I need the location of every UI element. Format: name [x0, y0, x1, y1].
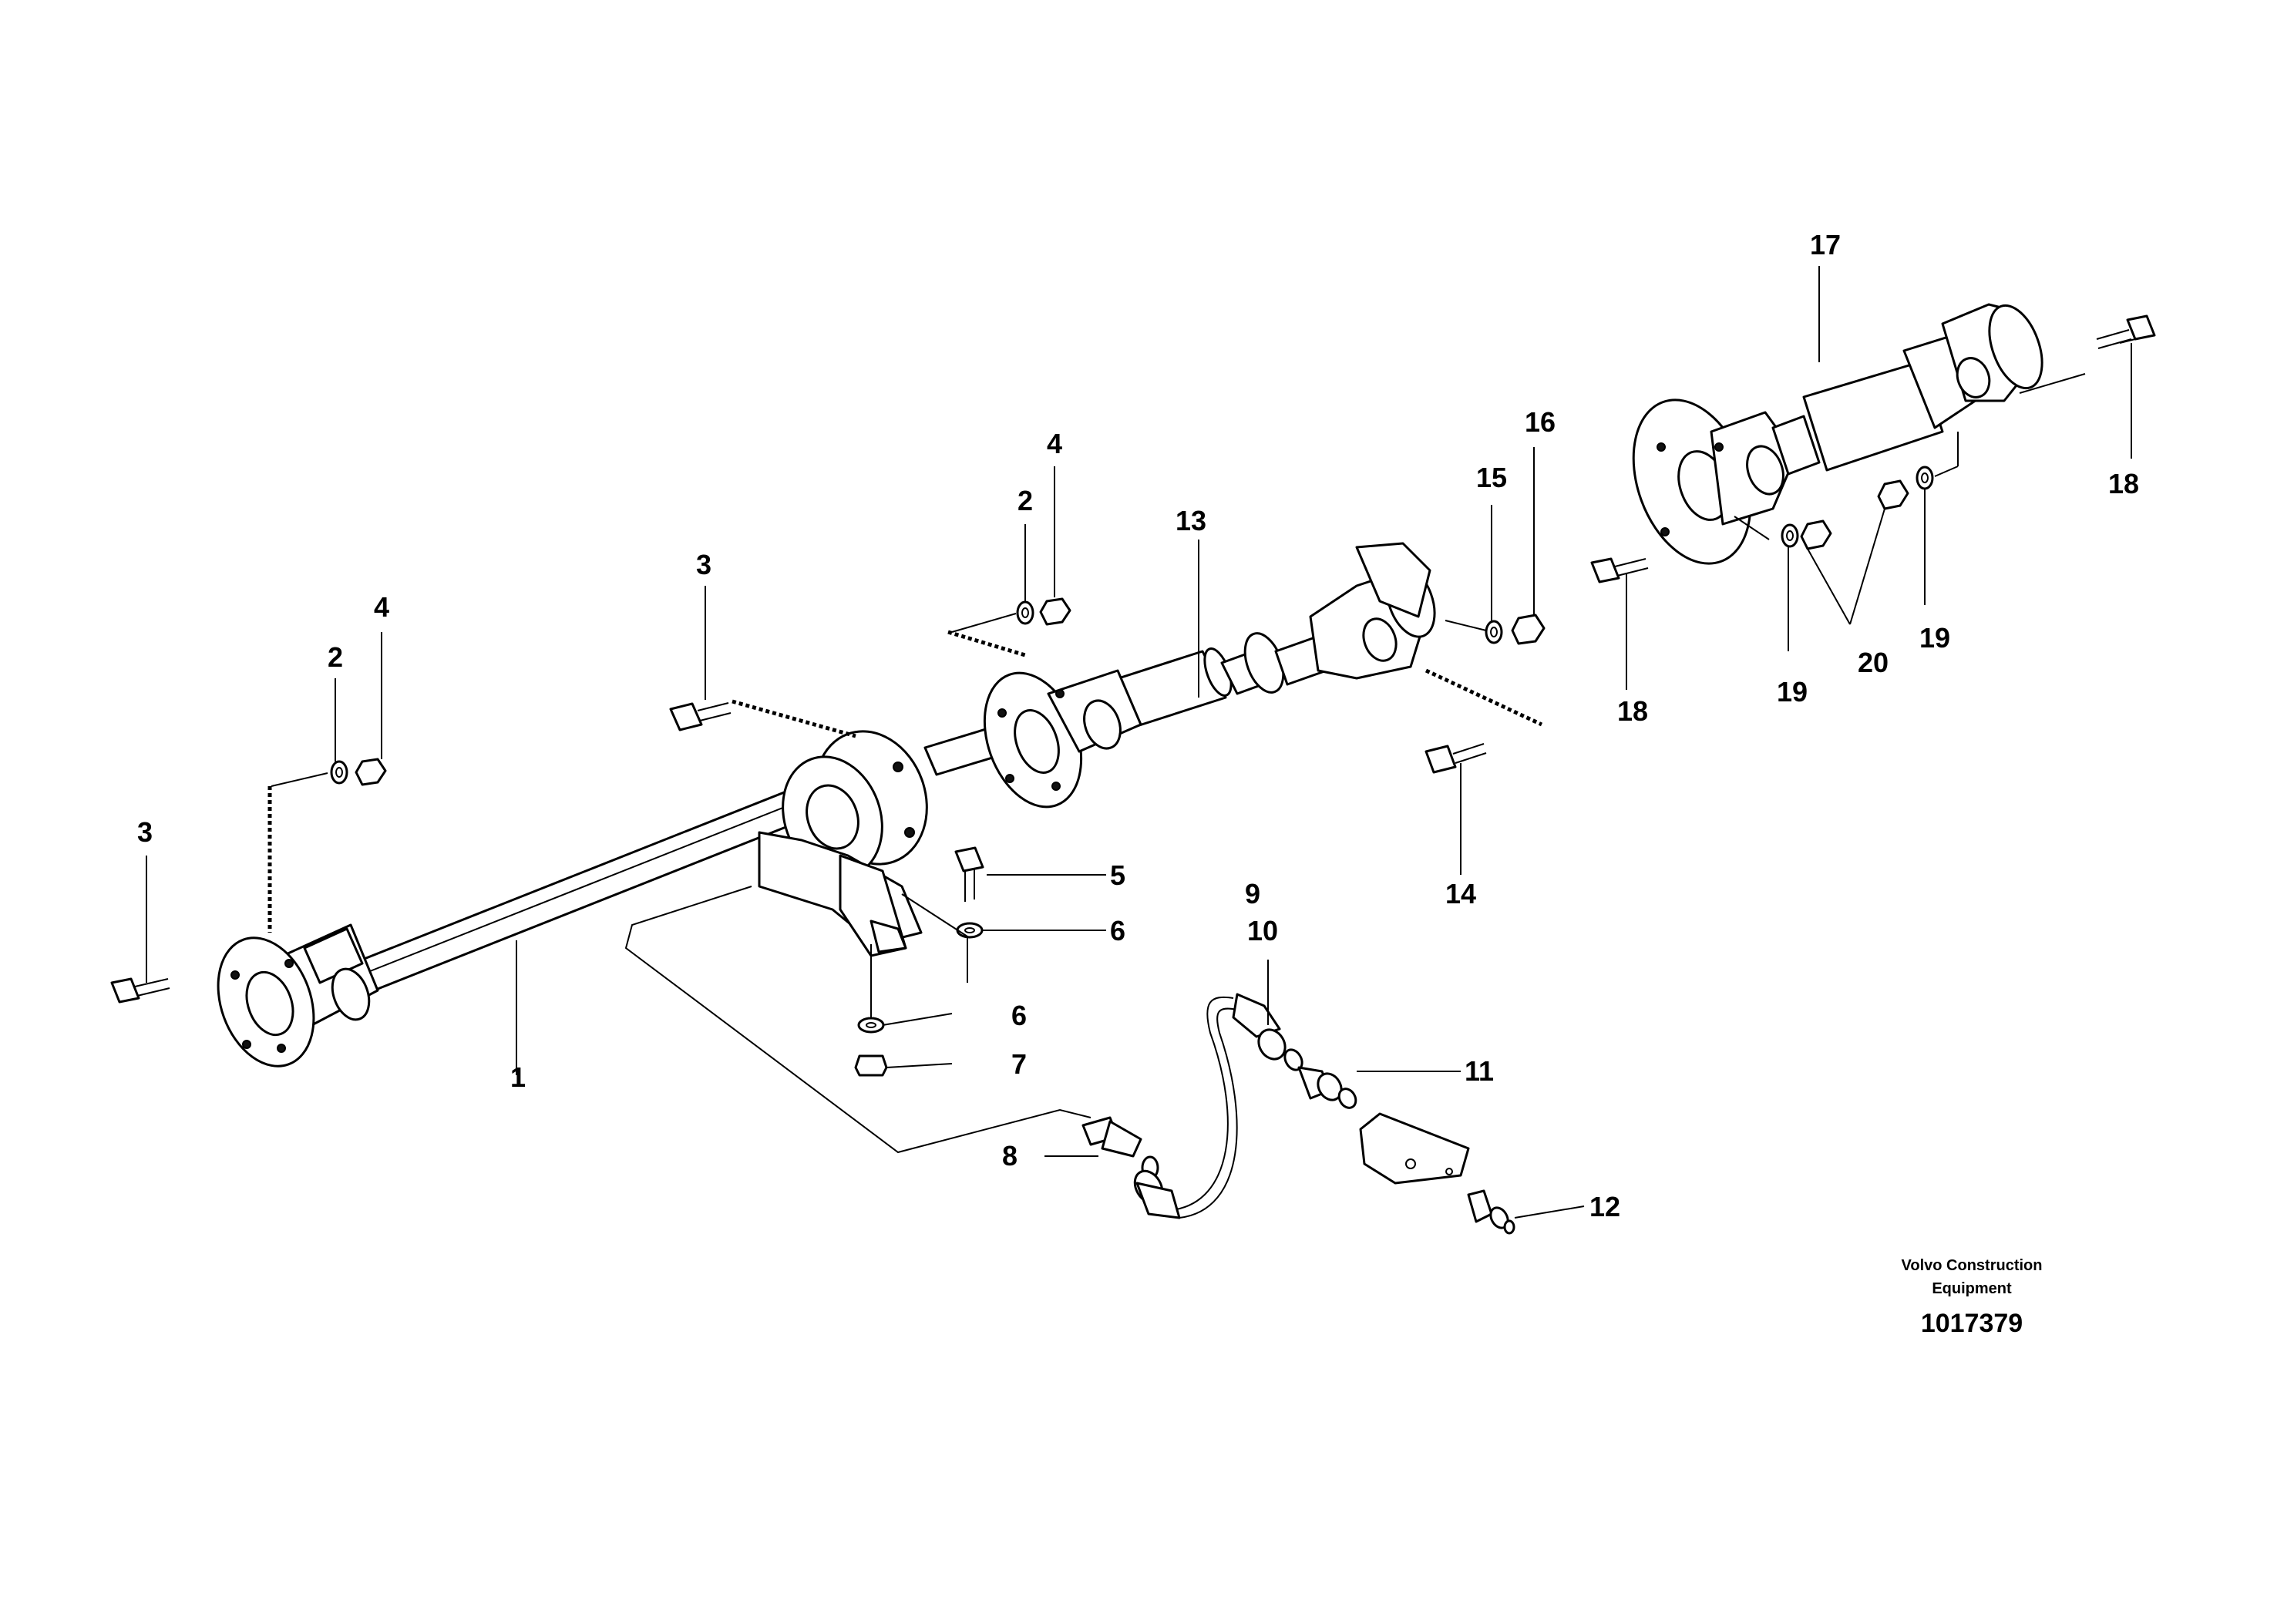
callout-11: 11	[1465, 1055, 1494, 1087]
bracket-block	[1359, 1112, 1470, 1185]
callout-17: 17	[1810, 229, 1841, 261]
brand-line-1: Volvo Construction	[1902, 1257, 2043, 1274]
callout-19-right: 19	[1919, 622, 1950, 654]
bolt-3-left	[110, 977, 170, 1004]
nut-7	[854, 1054, 888, 1077]
document-number: 1017379	[1921, 1309, 2023, 1338]
nut-20-left	[1800, 519, 1832, 550]
callout-16: 16	[1525, 406, 1556, 438]
universal-joint-left	[217, 923, 379, 1068]
callout-18-right: 18	[2108, 468, 2139, 499]
callout-1: 1	[510, 1061, 526, 1093]
callout-6-upper: 6	[1110, 915, 1125, 946]
washer-19-left	[1781, 523, 1799, 548]
bolt-14	[1424, 743, 1487, 774]
callout-12: 12	[1589, 1191, 1620, 1222]
callout-4-left: 4	[374, 591, 389, 623]
callout-14: 14	[1445, 878, 1476, 910]
callout-6-lower: 6	[1011, 1000, 1027, 1031]
universal-joint-middle	[983, 669, 1142, 809]
callout-10: 10	[1247, 915, 1278, 946]
washer-6-lower	[857, 1017, 885, 1034]
callout-8: 8	[1002, 1140, 1018, 1172]
bolt-18-right	[2096, 314, 2156, 349]
washer-15	[1485, 620, 1503, 644]
bolt-5	[954, 846, 984, 902]
callout-7: 7	[1011, 1048, 1027, 1080]
washer-19-right	[1916, 466, 1934, 490]
universal-joint-right-13	[1309, 542, 1436, 680]
nut-4-left	[355, 758, 387, 786]
brand-line-2: Equipment	[1932, 1280, 2012, 1297]
callout-20: 20	[1858, 647, 1889, 678]
callout-4-middle: 4	[1047, 428, 1062, 459]
adapter-11	[1297, 1066, 1357, 1109]
callout-2-left: 2	[328, 641, 343, 673]
title-block: Volvo Construction Equipment 1017379	[1902, 1257, 2043, 1338]
callout-18-left: 18	[1617, 695, 1648, 727]
washer-2-left	[330, 760, 348, 785]
callout-5: 5	[1110, 859, 1125, 891]
center-bearing-bracket	[758, 730, 928, 957]
grease-fitting-8	[1081, 1116, 1181, 1219]
grease-line	[624, 886, 1238, 1219]
nut-4-middle	[1039, 597, 1071, 626]
callout-labels: 1 2 2 3 3 4 4 5 6 6 7 8 9 10 11 12 13 14…	[137, 229, 2139, 1222]
callout-19-left: 19	[1777, 676, 1808, 708]
bolt-3-middle	[669, 702, 732, 731]
drive-shaft-17	[1632, 303, 2043, 565]
hose-fitting-10	[1232, 993, 1303, 1071]
washer-2-middle	[1016, 600, 1034, 625]
callout-9: 9	[1245, 878, 1260, 910]
washer-6-upper	[956, 922, 984, 939]
drive-shaft-1	[361, 781, 822, 992]
nut-16	[1511, 614, 1546, 645]
assembly-dashed-lines	[267, 630, 1543, 933]
callout-15: 15	[1476, 462, 1507, 493]
leader-lines	[146, 266, 2136, 1219]
callout-3-left: 3	[137, 816, 153, 848]
callout-3-middle: 3	[696, 549, 711, 580]
callout-13: 13	[1176, 505, 1206, 536]
bolt-18-left	[1590, 557, 1649, 583]
nut-20-right	[1877, 479, 1909, 510]
callout-2-middle: 2	[1018, 485, 1033, 516]
grease-nipple-12	[1467, 1189, 1515, 1235]
